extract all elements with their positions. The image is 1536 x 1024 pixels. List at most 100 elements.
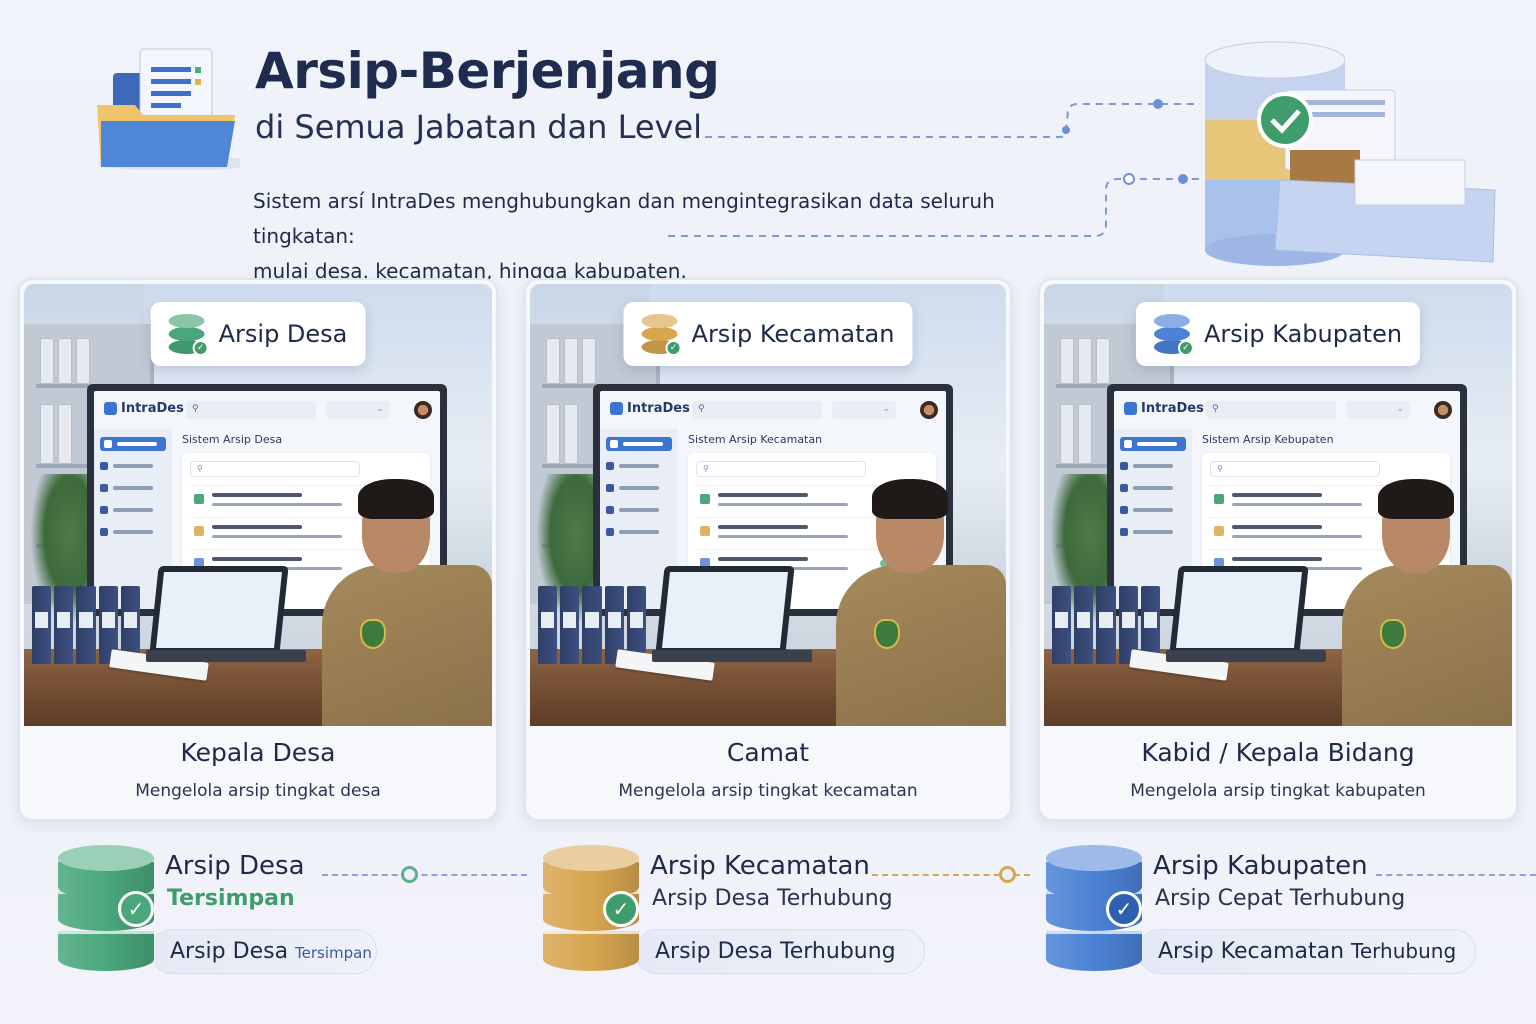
- card-caption: Camat Mengelola arsip tingkat kecamatan: [526, 730, 1010, 801]
- check-icon: ✓: [665, 340, 682, 356]
- pill-main-label: Arsip Desa Terhubung: [655, 939, 896, 964]
- role-card: IntraDes ⚲ ⌄ Sistem Arsip Desa ⚲: [18, 278, 498, 821]
- badge-label: Arsip Desa: [218, 320, 348, 348]
- intrades-logo: IntraDes: [610, 401, 690, 416]
- archive-level-badge: ✓ Arsip Kecamatan: [623, 302, 913, 366]
- sidebar-item[interactable]: [100, 481, 166, 495]
- filter-dropdown[interactable]: ⌄: [832, 401, 896, 419]
- archive-search-input[interactable]: ⚲: [190, 461, 360, 477]
- search-bar[interactable]: ⚲: [692, 401, 822, 419]
- user-avatar[interactable]: [920, 401, 938, 419]
- role-card: IntraDes ⚲ ⌄ Sistem Arsip Kebupaten ⚲: [1038, 278, 1518, 821]
- badge-label: Arsip Kabupaten: [1203, 320, 1403, 348]
- sidebar-item[interactable]: [606, 459, 672, 473]
- flow-level-status: Tersimpan: [167, 886, 295, 911]
- laptop-base: [146, 650, 306, 662]
- screen-heading: Sistem Arsip Kecamatan: [688, 433, 823, 446]
- central-database-icon: [1204, 41, 1496, 266]
- flow-status-pill: Arsip Desa Terhubung: [635, 929, 925, 974]
- page-title: Arsip-Berjenjang: [255, 42, 720, 100]
- check-icon: ✓: [603, 891, 639, 927]
- pill-main-label: Arsip Desa: [170, 939, 289, 964]
- archive-search-input[interactable]: ⚲: [1210, 461, 1380, 477]
- logo-icon: [1124, 402, 1137, 415]
- search-bar[interactable]: ⚲: [1206, 401, 1336, 419]
- screen-heading: Sistem Arsip Kebupaten: [1202, 433, 1334, 446]
- intrades-logo: IntraDes: [104, 401, 184, 416]
- binders: [1052, 586, 1161, 664]
- flow-level-status: Arsip Desa Terhubung: [652, 886, 893, 911]
- officer-figure: [322, 479, 492, 726]
- archive-search-input[interactable]: ⚲: [696, 461, 866, 477]
- flow-level-status: Arsip Cepat Terhubung: [1155, 886, 1406, 911]
- brand-name: IntraDes: [627, 401, 690, 416]
- description-line-1: Sistem arsí IntraDes menghubungkan dan m…: [253, 189, 995, 248]
- officer-figure: [1342, 479, 1512, 726]
- laptop: [149, 566, 289, 654]
- sidebar-item[interactable]: [100, 459, 166, 473]
- laptop: [655, 566, 795, 654]
- sidebar-item[interactable]: [606, 503, 672, 517]
- pill-sub-label: Tersimpan: [295, 944, 372, 962]
- sidebar-item[interactable]: [100, 525, 166, 539]
- office-scene-illustration: IntraDes ⚲ ⌄ Sistem Arsip Kecamatan ⚲: [530, 284, 1006, 726]
- logo-icon: [104, 402, 117, 415]
- connector-node: [999, 866, 1016, 883]
- connector-node: [401, 866, 418, 883]
- search-bar[interactable]: ⚲: [186, 401, 316, 419]
- sidebar-item[interactable]: [1120, 503, 1186, 517]
- card-caption: Kabid / Kepala Bidang Mengelola arsip ti…: [1040, 730, 1516, 801]
- role-title: Camat: [726, 738, 810, 767]
- role-title: Kepala Desa: [180, 738, 336, 767]
- role-title: Kabid / Kepala Bidang: [1141, 738, 1415, 767]
- flow-level-title: Arsip Desa: [165, 851, 305, 881]
- screen-heading: Sistem Arsip Desa: [182, 433, 283, 446]
- role-description: Mengelola arsip tingkat kecamatan: [618, 781, 918, 801]
- flow-connector: [1376, 874, 1536, 876]
- archive-level-badge: ✓ Arsip Kabupaten: [1135, 302, 1421, 366]
- sidebar-item[interactable]: [1120, 459, 1186, 473]
- intrades-logo: IntraDes: [1124, 401, 1204, 416]
- role-description: Mengelola arsip tingkat desa: [135, 781, 381, 801]
- database-icon: ✓: [641, 314, 682, 356]
- logo-icon: [610, 402, 623, 415]
- role-card: IntraDes ⚲ ⌄ Sistem Arsip Kecamatan ⚲: [524, 278, 1012, 821]
- brand-name: IntraDes: [1141, 401, 1204, 416]
- binders: [538, 586, 647, 664]
- officer-figure: [836, 479, 1006, 726]
- user-avatar[interactable]: [1434, 401, 1452, 419]
- filter-dropdown[interactable]: ⌄: [326, 401, 390, 419]
- sidebar-item[interactable]: [606, 481, 672, 495]
- sidebar-item[interactable]: [1120, 481, 1186, 495]
- database-cylinder-icon: ✓: [543, 845, 639, 971]
- binders: [32, 586, 141, 664]
- user-avatar[interactable]: [414, 401, 432, 419]
- laptop-base: [1166, 650, 1326, 662]
- sidebar-item[interactable]: [606, 437, 672, 451]
- archive-folder-icon: [97, 48, 240, 170]
- archive-level-badge: ✓ Arsip Desa: [150, 302, 366, 366]
- flow-level-title: Arsip Kecamatan: [650, 851, 870, 881]
- flow-level-title: Arsip Kabupaten: [1153, 851, 1368, 881]
- description: Sistem arsí IntraDes menghubungkan dan m…: [253, 184, 1073, 289]
- sidebar-item[interactable]: [100, 437, 166, 451]
- laptop-base: [652, 650, 812, 662]
- sidebar-item[interactable]: [606, 525, 672, 539]
- laptop: [1169, 566, 1309, 654]
- check-icon: ✓: [118, 891, 154, 927]
- check-icon: ✓: [1106, 891, 1142, 927]
- sidebar-item[interactable]: [1120, 525, 1186, 539]
- flow-status-pill: Arsip Desa Tersimpan: [150, 929, 377, 974]
- filter-dropdown[interactable]: ⌄: [1346, 401, 1410, 419]
- pill-main-label: Arsip Kecamatan: [1158, 939, 1345, 964]
- page-subtitle: di Semua Jabatan dan Level: [255, 108, 703, 146]
- database-cylinder-icon: ✓: [1046, 845, 1142, 971]
- pill-sub-label: Terhubung: [1351, 939, 1457, 963]
- office-scene-illustration: IntraDes ⚲ ⌄ Sistem Arsip Desa ⚲: [24, 284, 492, 726]
- flow-status-pill: Arsip Kecamatan Terhubung: [1138, 929, 1476, 974]
- database-icon: ✓: [168, 314, 209, 356]
- sidebar-item[interactable]: [100, 503, 166, 517]
- office-scene-illustration: IntraDes ⚲ ⌄ Sistem Arsip Kebupaten ⚲: [1044, 284, 1512, 726]
- badge-label: Arsip Kecamatan: [691, 320, 895, 348]
- sidebar-item[interactable]: [1120, 437, 1186, 451]
